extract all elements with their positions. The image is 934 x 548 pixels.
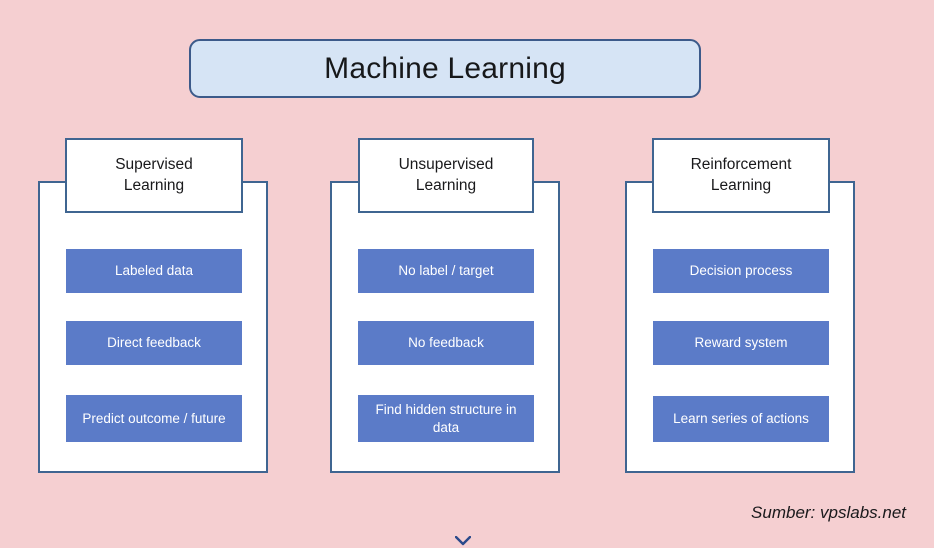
feature-label: Find hidden structure in data (375, 401, 517, 435)
feature-box: Find hidden structure in data (358, 395, 534, 442)
feature-label: Predict outcome / future (82, 410, 226, 426)
feature-box: Direct feedback (66, 321, 242, 365)
diagram-title-box: Machine Learning (189, 39, 701, 98)
diagram-title: Machine Learning (324, 51, 566, 85)
feature-box: Predict outcome / future (66, 395, 242, 442)
feature-box: Labeled data (66, 249, 242, 293)
feature-label: Labeled data (114, 263, 194, 279)
feature-label: Decision process (689, 263, 793, 279)
feature-label: Reward system (694, 335, 788, 351)
feature-box: Reward system (653, 321, 829, 365)
feature-label: Learn series of actions (673, 411, 809, 427)
feature-label: No label / target (398, 263, 494, 279)
feature-box: No label / target (358, 249, 534, 293)
feature-box: Decision process (653, 249, 829, 293)
feature-label: No feedback (408, 335, 484, 351)
feature-box: No feedback (358, 321, 534, 365)
feature-label: Direct feedback (107, 335, 201, 351)
feature-box: Learn series of actions (653, 396, 829, 442)
chevron-down-icon (455, 536, 471, 548)
source-credit: Sumber: vpslabs.net (751, 503, 906, 522)
